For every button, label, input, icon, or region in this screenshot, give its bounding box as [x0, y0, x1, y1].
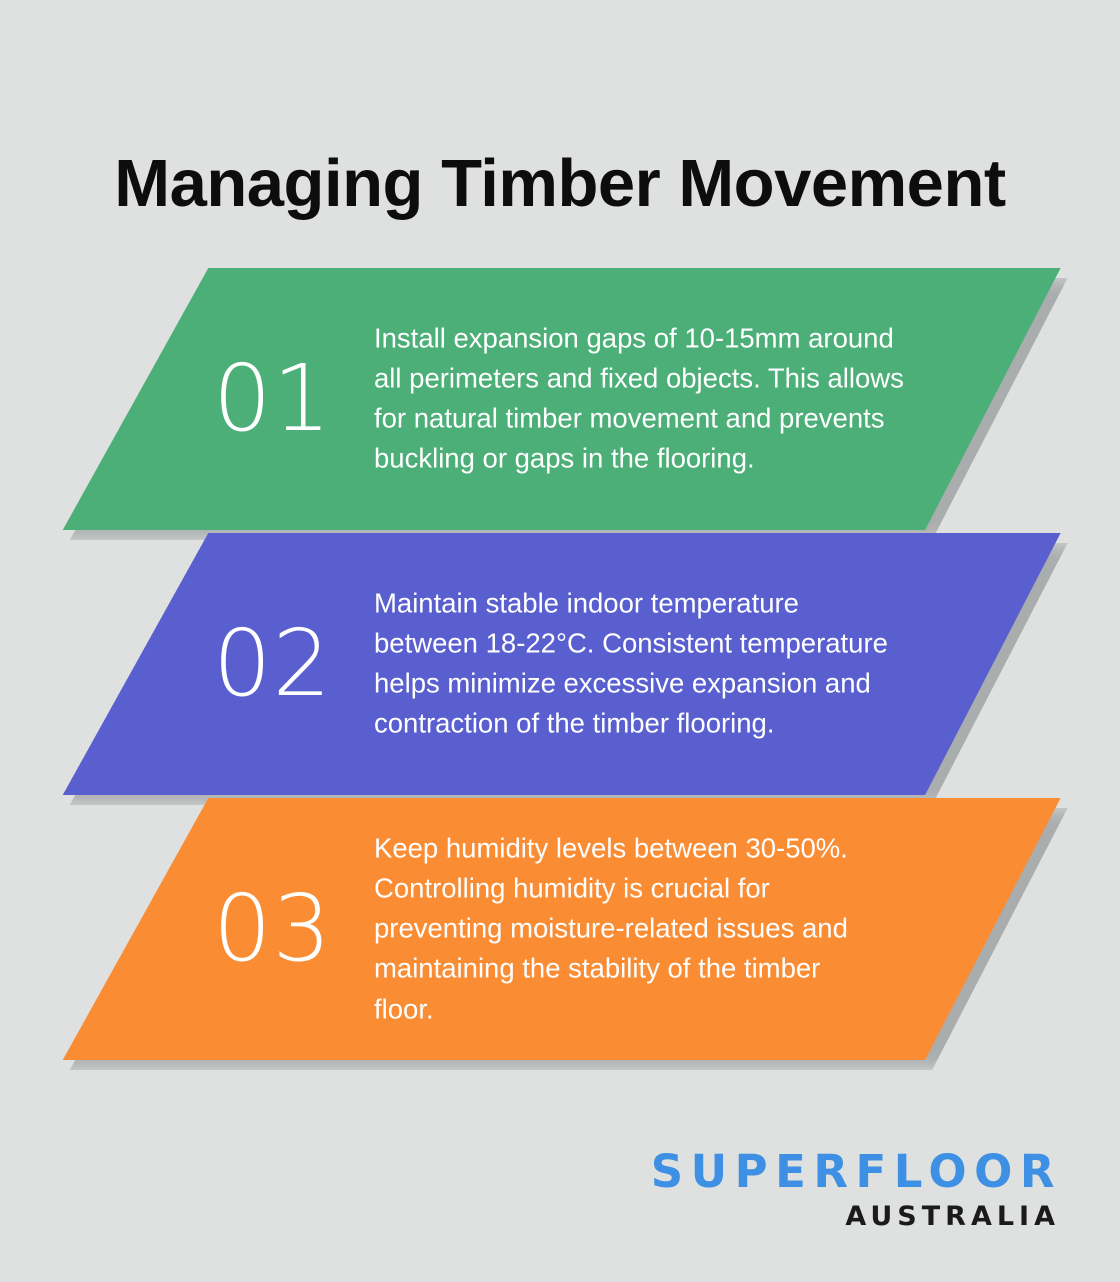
- step-number: 02: [213, 610, 333, 717]
- page-title: Managing Timber Movement: [114, 145, 1006, 221]
- panel-content: 02 Maintain stable indoor temperature be…: [0, 533, 1120, 795]
- step-number: 01: [213, 345, 333, 452]
- steps-list: 01 Install expansion gaps of 10-15mm aro…: [0, 268, 1120, 1070]
- panel-content: 03 Keep humidity levels between 30-50%. …: [0, 798, 1120, 1060]
- panel-shape: [62, 798, 1061, 1060]
- step-panel-03: 03 Keep humidity levels between 30-50%. …: [0, 798, 1120, 1070]
- step-description: Install expansion gaps of 10-15mm around…: [374, 322, 904, 475]
- step-panel-02: 02 Maintain stable indoor temperature be…: [0, 533, 1120, 805]
- step-description: Keep humidity levels between 30-50%. Con…: [374, 832, 848, 1025]
- panel-content: 01 Install expansion gaps of 10-15mm aro…: [0, 268, 1120, 530]
- step-panel-01: 01 Install expansion gaps of 10-15mm aro…: [0, 268, 1120, 540]
- logo-secondary-text: AUSTRALIA: [845, 1201, 1060, 1232]
- step-description: Maintain stable indoor temperature betwe…: [374, 587, 888, 740]
- brand-logo: SUPERFLOOR AUSTRALIA: [651, 1149, 1062, 1230]
- panel-shape: [62, 533, 1061, 795]
- step-number: 03: [213, 875, 333, 982]
- logo-primary-text: SUPERFLOOR: [650, 1145, 1062, 1198]
- panel-shape: [62, 268, 1061, 530]
